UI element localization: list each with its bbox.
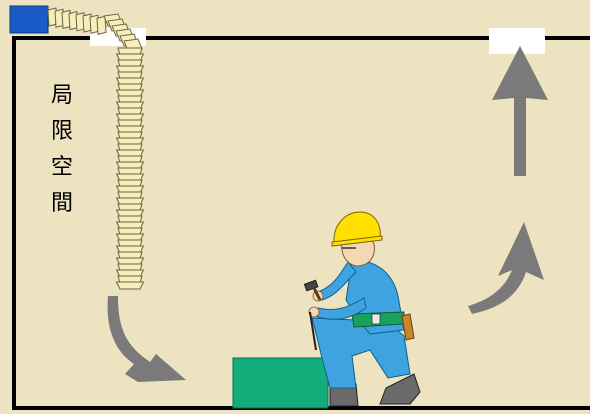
confined-space-label: 局 限 空 間 xyxy=(44,78,80,222)
label-char-2: 限 xyxy=(44,114,80,150)
label-char-3: 空 xyxy=(44,150,80,186)
duct-segment xyxy=(117,282,144,289)
exhaust-opening xyxy=(489,28,545,54)
ventilation-fan-icon xyxy=(10,6,48,33)
label-char-1: 局 xyxy=(44,78,80,114)
green-box xyxy=(233,358,328,408)
duct-segment xyxy=(97,16,106,34)
label-char-4: 間 xyxy=(44,186,80,222)
